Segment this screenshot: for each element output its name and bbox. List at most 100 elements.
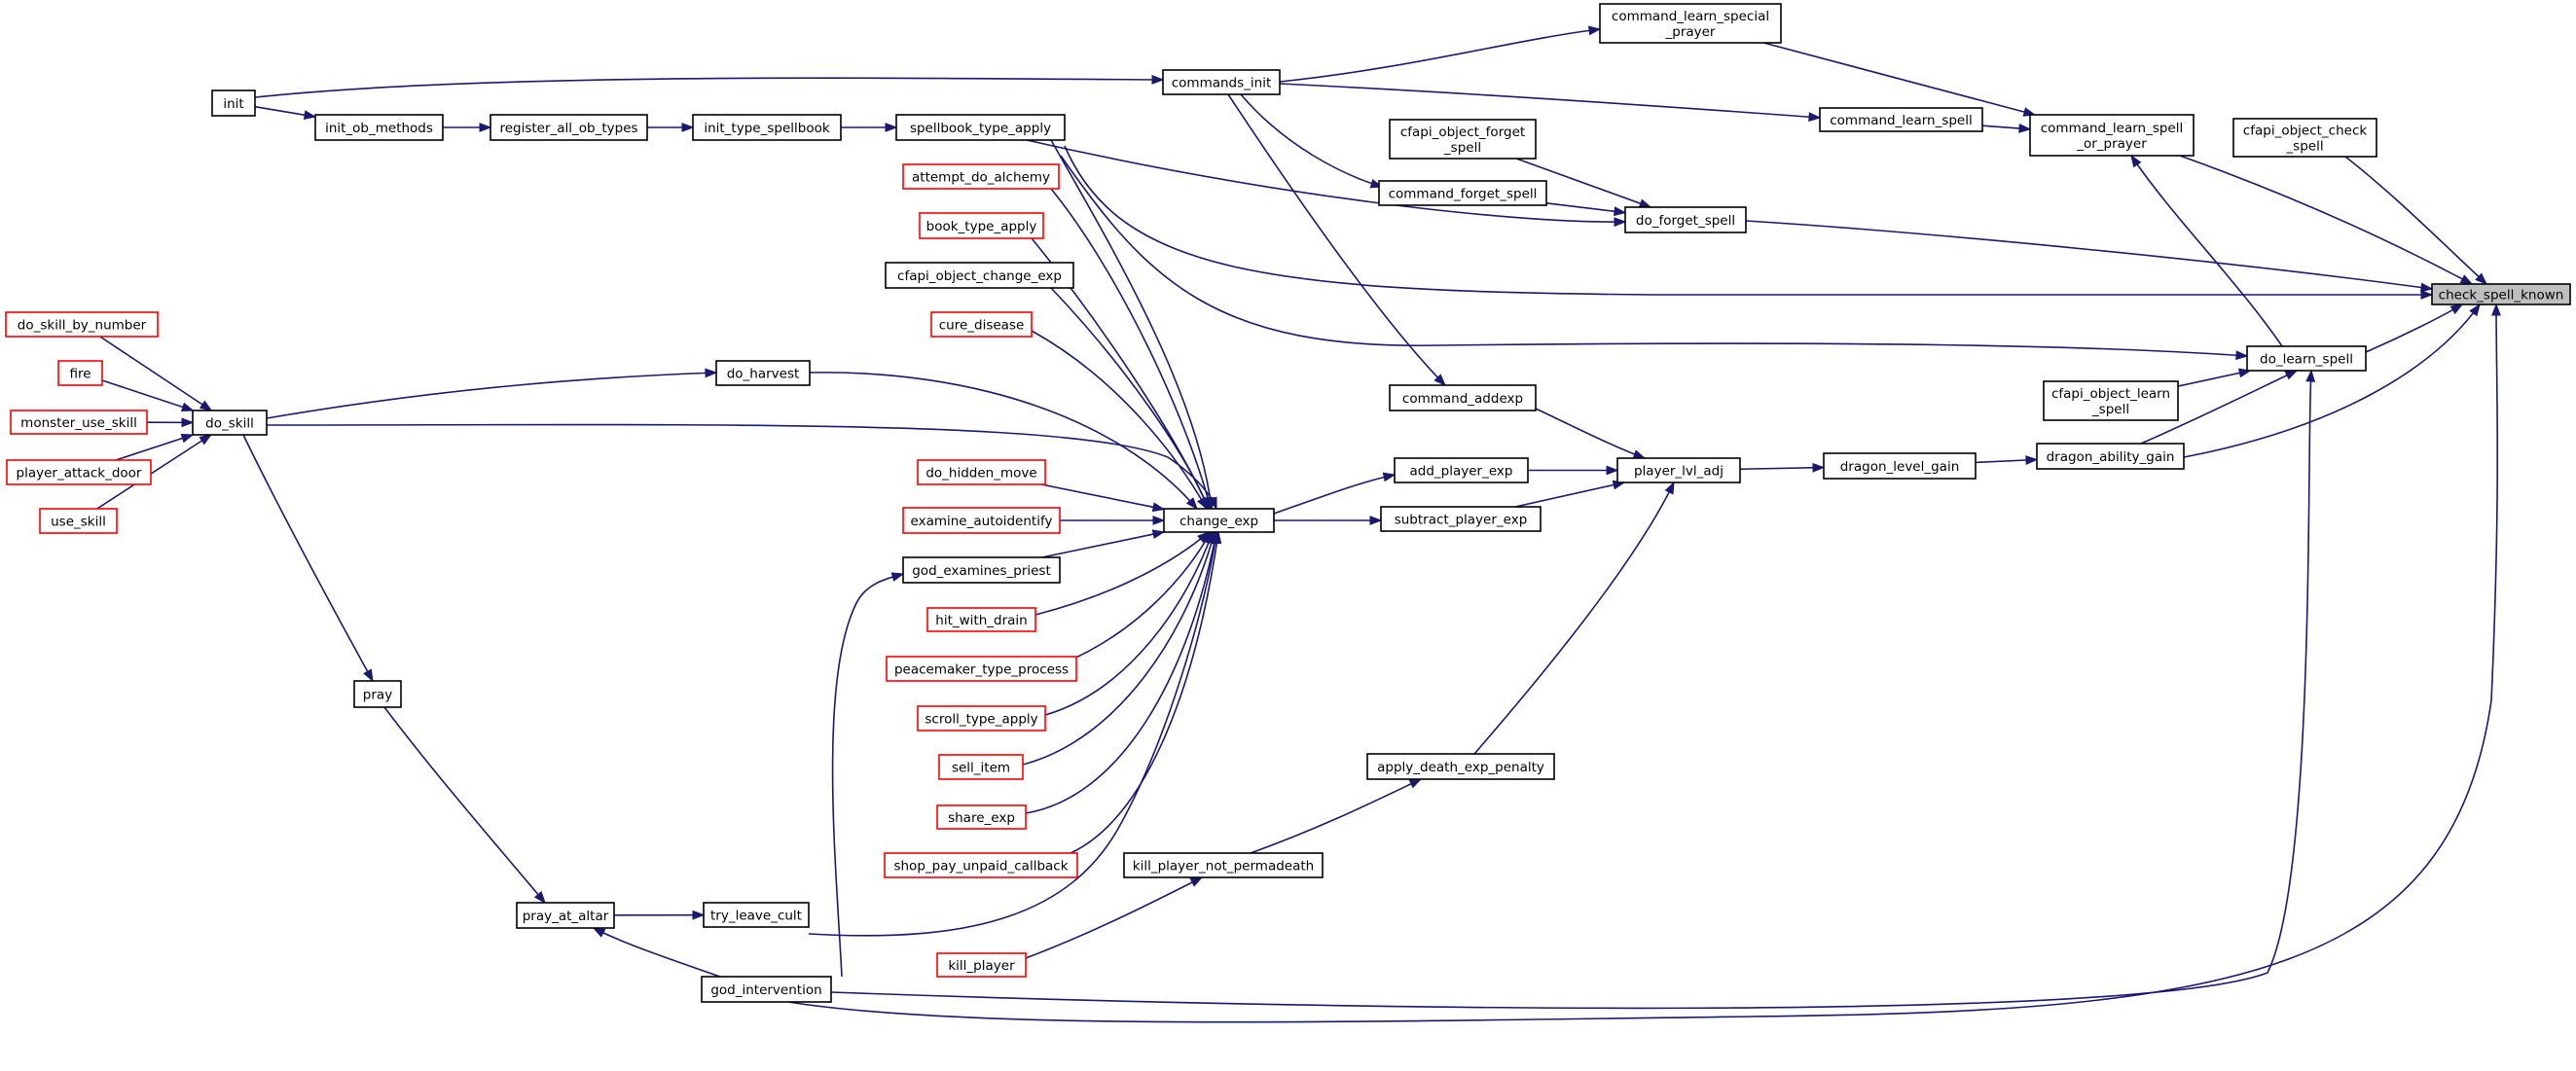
node-subtract_player_exp[interactable]: subtract_player_exp <box>1380 506 1542 532</box>
node-cfapi_object_check_spell[interactable]: cfapi_object_check_spell <box>2232 118 2377 158</box>
node-do_skill[interactable]: do_skill <box>192 410 268 436</box>
node-examine_autoidentify[interactable]: examine_autoidentify <box>902 507 1061 534</box>
node-fire[interactable]: fire <box>57 360 103 386</box>
node-box[interactable] <box>10 410 148 435</box>
node-change_exp[interactable]: change_exp <box>1163 508 1275 533</box>
node-check_spell_known[interactable]: check_spell_known <box>2431 283 2571 305</box>
node-box[interactable] <box>930 311 1033 338</box>
node-box[interactable] <box>692 114 842 141</box>
node-dragon_ability_gain[interactable]: dragon_ability_gain <box>2036 443 2185 470</box>
node-god_examines_priest[interactable]: god_examines_priest <box>902 556 1061 584</box>
node-command_learn_spell_or_prayer[interactable]: command_learn_spell_or_prayer <box>2029 114 2195 157</box>
node-spellbook_type_apply[interactable]: spellbook_type_apply <box>895 114 1066 141</box>
node-box[interactable] <box>895 114 1066 141</box>
node-box[interactable] <box>902 163 1060 190</box>
node-do_skill_by_number[interactable]: do_skill_by_number <box>5 311 159 338</box>
node-box[interactable] <box>211 89 256 117</box>
node-book_type_apply[interactable]: book_type_apply <box>919 212 1044 239</box>
node-box[interactable] <box>703 902 810 928</box>
node-dragon_level_gain[interactable]: dragon_level_gain <box>1823 452 1977 480</box>
node-box[interactable] <box>6 459 152 485</box>
node-box[interactable] <box>917 705 1046 732</box>
node-box[interactable] <box>926 607 1036 632</box>
node-box[interactable] <box>884 852 1078 878</box>
node-box[interactable] <box>39 508 118 534</box>
node-shop_pay_unpaid_callback[interactable]: shop_pay_unpaid_callback <box>884 852 1078 878</box>
node-box[interactable] <box>2246 345 2367 372</box>
node-box[interactable] <box>314 114 444 141</box>
node-god_intervention[interactable]: god_intervention <box>701 976 832 1003</box>
node-init_type_spellbook[interactable]: init_type_spellbook <box>692 114 842 141</box>
node-player_attack_door[interactable]: player_attack_door <box>6 459 152 485</box>
node-peacemaker_type_process[interactable]: peacemaker_type_process <box>886 656 1077 682</box>
node-sell_item[interactable]: sell_item <box>938 754 1024 780</box>
node-share_exp[interactable]: share_exp <box>936 804 1027 830</box>
node-box[interactable] <box>353 680 402 708</box>
node-box[interactable] <box>2043 380 2179 421</box>
node-box[interactable] <box>902 556 1061 584</box>
node-box[interactable] <box>2431 283 2571 305</box>
node-box[interactable] <box>885 262 1074 289</box>
node-do_learn_spell[interactable]: do_learn_spell <box>2246 345 2367 372</box>
node-hit_with_drain[interactable]: hit_with_drain <box>926 607 1036 632</box>
node-box[interactable] <box>1616 457 1741 483</box>
node-attempt_do_alchemy[interactable]: attempt_do_alchemy <box>902 163 1060 190</box>
node-box[interactable] <box>1599 3 1782 44</box>
node-box[interactable] <box>917 459 1046 485</box>
node-box[interactable] <box>936 952 1027 978</box>
node-box[interactable] <box>490 114 648 141</box>
node-cfapi_object_learn_spell[interactable]: cfapi_object_learn_spell <box>2043 380 2179 421</box>
node-box[interactable] <box>1163 508 1275 533</box>
node-box[interactable] <box>715 360 811 386</box>
node-box[interactable] <box>886 656 1077 682</box>
node-box[interactable] <box>57 360 103 386</box>
node-box[interactable] <box>2029 114 2195 157</box>
node-command_learn_special_prayer[interactable]: command_learn_special_prayer <box>1599 3 1782 44</box>
node-box[interactable] <box>938 754 1024 780</box>
node-add_player_exp[interactable]: add_player_exp <box>1394 457 1529 483</box>
node-box[interactable] <box>1123 852 1324 878</box>
node-box[interactable] <box>1366 753 1555 780</box>
node-player_lvl_adj[interactable]: player_lvl_adj <box>1616 457 1741 483</box>
node-box[interactable] <box>1380 506 1542 532</box>
node-do_hidden_move[interactable]: do_hidden_move <box>917 459 1046 485</box>
node-box[interactable] <box>192 410 268 436</box>
node-commands_init[interactable]: commands_init <box>1162 69 1281 95</box>
node-register_all_ob_types[interactable]: register_all_ob_types <box>490 114 648 141</box>
node-box[interactable] <box>1624 206 1747 233</box>
node-monster_use_skill[interactable]: monster_use_skill <box>10 410 148 435</box>
node-box[interactable] <box>1394 457 1529 483</box>
node-command_learn_spell[interactable]: command_learn_spell <box>1819 107 1983 132</box>
node-init_ob_methods[interactable]: init_ob_methods <box>314 114 444 141</box>
node-kill_player[interactable]: kill_player <box>936 952 1027 978</box>
node-command_forget_spell[interactable]: command_forget_spell <box>1378 180 1547 206</box>
node-cure_disease[interactable]: cure_disease <box>930 311 1033 338</box>
node-use_skill[interactable]: use_skill <box>39 508 118 534</box>
node-box[interactable] <box>5 311 159 338</box>
node-box[interactable] <box>2036 443 2185 470</box>
node-box[interactable] <box>1823 452 1977 480</box>
node-apply_death_exp_penalty[interactable]: apply_death_exp_penalty <box>1366 753 1555 780</box>
node-box[interactable] <box>1162 69 1281 95</box>
node-init[interactable]: init <box>211 89 256 117</box>
node-box[interactable] <box>516 902 615 929</box>
node-box[interactable] <box>902 507 1061 534</box>
node-cfapi_object_change_exp[interactable]: cfapi_object_change_exp <box>885 262 1074 289</box>
node-box[interactable] <box>1389 384 1537 411</box>
node-scroll_type_apply[interactable]: scroll_type_apply <box>917 705 1046 732</box>
node-box[interactable] <box>919 212 1044 239</box>
node-cfapi_object_forget_spell[interactable]: cfapi_object_forget_spell <box>1389 119 1537 160</box>
node-box[interactable] <box>1819 107 1983 132</box>
node-pray_at_altar[interactable]: pray_at_altar <box>516 902 615 929</box>
node-command_addexp[interactable]: command_addexp <box>1389 384 1537 411</box>
node-try_leave_cult[interactable]: try_leave_cult <box>703 902 810 928</box>
node-do_harvest[interactable]: do_harvest <box>715 360 811 386</box>
node-kill_player_not_permadeath[interactable]: kill_player_not_permadeath <box>1123 852 1324 878</box>
node-pray[interactable]: pray <box>353 680 402 708</box>
node-do_forget_spell[interactable]: do_forget_spell <box>1624 206 1747 233</box>
node-box[interactable] <box>2232 118 2377 158</box>
node-box[interactable] <box>1389 119 1537 160</box>
node-box[interactable] <box>701 976 832 1003</box>
node-box[interactable] <box>936 804 1027 830</box>
node-box[interactable] <box>1378 180 1547 206</box>
